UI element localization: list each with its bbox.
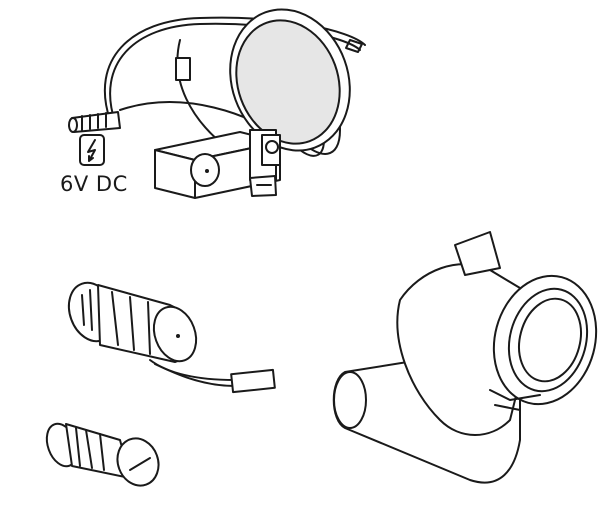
wire-connector xyxy=(230,368,276,394)
voltage-label: 6V DC xyxy=(60,172,128,196)
connector-plug xyxy=(175,57,191,81)
siphon-trap xyxy=(332,231,598,484)
threaded-pin xyxy=(68,111,121,133)
valve-insert xyxy=(45,422,160,487)
sensor-lens-disc xyxy=(229,8,351,152)
electric-hazard-icon xyxy=(79,134,105,166)
solenoid-valve xyxy=(67,281,276,394)
control-box xyxy=(154,129,281,199)
